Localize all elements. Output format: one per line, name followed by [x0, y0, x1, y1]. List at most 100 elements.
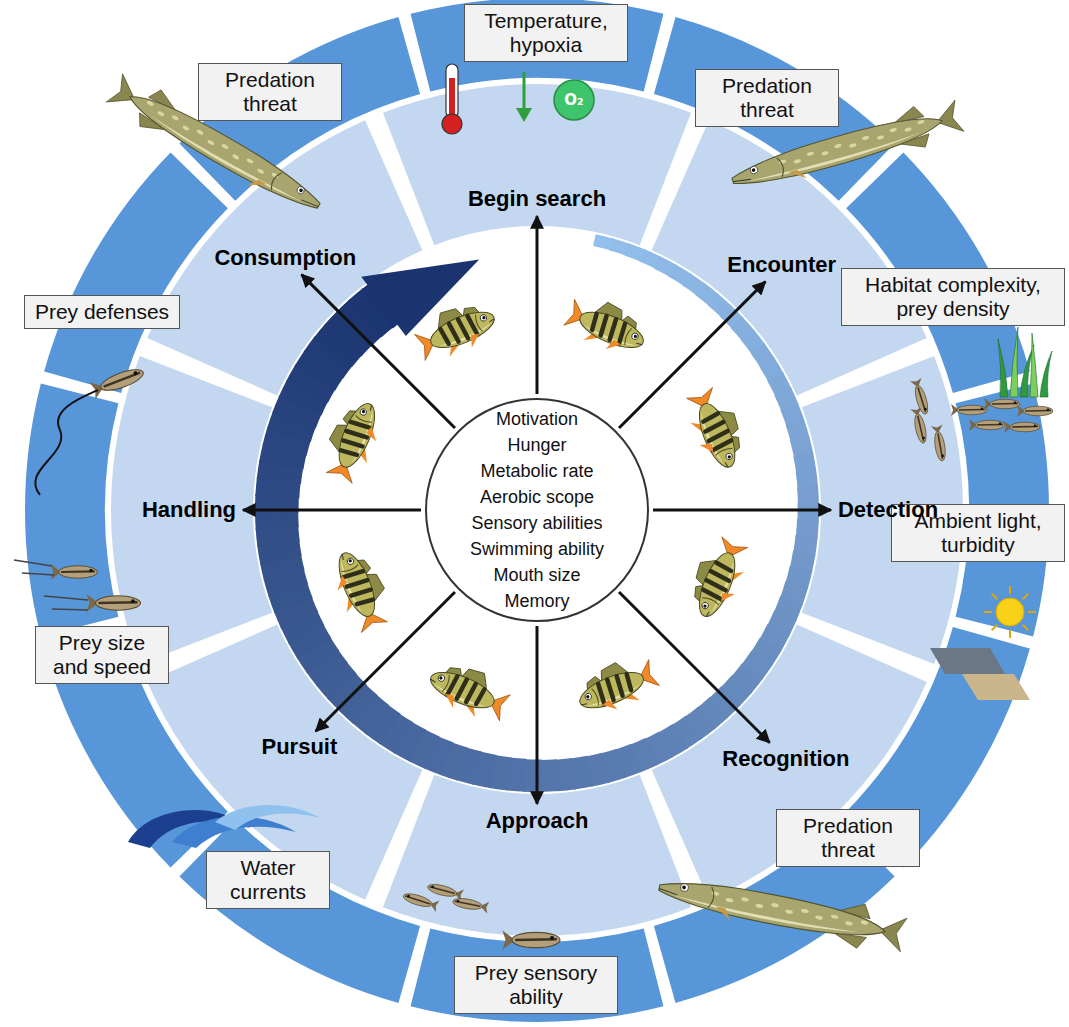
perch-body — [332, 399, 382, 472]
speed-line — [14, 560, 52, 566]
trait-circle: MotivationHungerMetabolic rateAerobic sc… — [424, 397, 650, 623]
minnow-eye — [550, 936, 554, 940]
perch-eye — [631, 332, 639, 340]
factor-text: Predation threat — [787, 814, 909, 862]
perch-bar — [449, 323, 459, 343]
cycle-arrow-band — [255, 511, 299, 530]
perch-bar — [605, 680, 615, 701]
influence-arrow — [302, 275, 455, 428]
pike-spot — [806, 151, 814, 156]
pike-fin — [788, 168, 807, 183]
pike-spot — [207, 139, 215, 146]
perch-mouth — [489, 319, 495, 322]
sun-disc — [996, 598, 1024, 626]
perch-body — [426, 665, 499, 715]
minnow-body — [59, 566, 98, 578]
minnow-body — [975, 420, 1005, 430]
perch-pupil — [703, 604, 707, 608]
perch-fin — [699, 440, 715, 456]
minnow-fish — [89, 364, 146, 399]
factor-text: Predation threat — [706, 74, 828, 122]
stage-name: Detection — [838, 497, 938, 523]
pike-spot — [741, 897, 749, 902]
pike-fish — [655, 865, 908, 956]
trait-text: Mouth size — [493, 562, 580, 588]
pike-spot — [845, 921, 853, 926]
perch-bar — [608, 319, 618, 340]
minnow-body — [426, 882, 457, 899]
perch-eye — [479, 314, 487, 322]
pike-spot — [904, 127, 912, 132]
pike-spot — [876, 135, 884, 140]
perch-mouth — [581, 703, 587, 706]
perch-fish — [682, 533, 753, 624]
factor-text: Prey sensory ability — [465, 961, 607, 1009]
pike-spot — [779, 159, 787, 164]
plant-blade — [998, 339, 1008, 397]
perch-bar — [615, 676, 625, 696]
thermometer — [442, 64, 462, 134]
perch-fish — [317, 395, 388, 486]
minnow-fish — [402, 890, 440, 912]
perch-mouth — [636, 342, 642, 345]
circle-outline — [426, 399, 648, 621]
factor-box: Prey sensory ability — [454, 956, 618, 1014]
pike-spot — [246, 158, 254, 165]
minnow-eye — [431, 885, 434, 888]
perch-body — [332, 548, 382, 621]
minnow-fish — [51, 564, 98, 580]
factor-box: Habitat complexity, prey density — [841, 268, 1065, 326]
minnow-fish — [1004, 421, 1040, 433]
pike-pupil — [682, 885, 686, 889]
perch-bar — [590, 314, 598, 330]
perch-eye — [701, 601, 709, 609]
stage-node: Handling — [138, 496, 240, 524]
pike-eye — [296, 185, 306, 195]
factor-box: Water currents — [206, 851, 330, 909]
influence-arrow — [243, 508, 421, 511]
perch-gill — [342, 565, 359, 574]
perch-bar — [710, 571, 730, 581]
stage-name: Consumption — [214, 245, 356, 271]
ring-segment — [411, 929, 664, 1022]
influence-arrow — [619, 592, 770, 743]
factor-box: Prey defenses — [24, 295, 180, 329]
influence-arrow — [536, 626, 539, 804]
minnow-body — [452, 897, 483, 912]
sun-icon — [984, 586, 1036, 638]
pike-mouth — [301, 198, 318, 209]
perch-fish — [681, 384, 752, 475]
minnow-body — [957, 405, 987, 415]
thermometer-bulb — [442, 114, 462, 134]
perch-bar — [466, 683, 476, 703]
minnow-fish — [452, 895, 490, 913]
perch-pupil — [361, 410, 365, 414]
speed-line — [22, 573, 54, 575]
minnow-eye — [407, 894, 410, 897]
pike-eye — [750, 166, 759, 175]
perch-pupil — [586, 695, 590, 699]
perch-fish — [561, 290, 652, 361]
minnow-eye — [981, 408, 984, 411]
plant-blade — [1010, 327, 1018, 397]
influence-arrow — [535, 216, 538, 394]
minnow-fish — [87, 594, 141, 612]
perch-eye — [437, 674, 445, 682]
pike-spot — [889, 127, 897, 132]
minnow-fish — [502, 930, 560, 949]
shadow-shape — [962, 674, 1030, 700]
perch-pupil — [633, 334, 637, 338]
perch-bar — [703, 413, 719, 421]
stage-node: Approach — [482, 807, 593, 835]
perch-bar — [476, 689, 484, 705]
perch-bar — [716, 563, 732, 571]
perch-fin — [442, 692, 458, 708]
perch-eye — [725, 452, 733, 460]
trait-text: Hunger — [507, 432, 566, 458]
speed-line — [44, 596, 88, 600]
factor-box: Temperature, hypoxia — [464, 4, 628, 62]
trait-text: Sensory abilities — [471, 510, 602, 536]
perch-mouth — [725, 462, 728, 468]
pike-spot — [221, 143, 229, 150]
